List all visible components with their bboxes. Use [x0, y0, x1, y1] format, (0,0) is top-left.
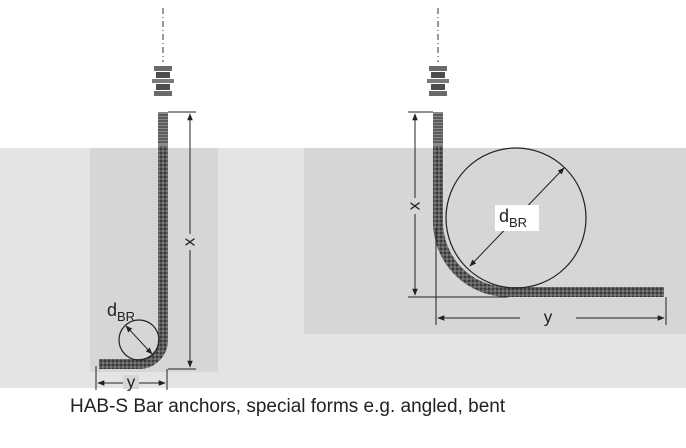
figure-caption: HAB-S Bar anchors, special forms e.g. an…: [70, 396, 506, 417]
left-x-label: x: [179, 237, 198, 246]
right-x-label: x: [404, 201, 423, 210]
left-dbr-main: d: [107, 300, 117, 320]
left-concrete-block: [90, 148, 218, 372]
left-bar: [99, 146, 168, 369]
left-thread: [158, 112, 168, 146]
right-bar: [433, 146, 664, 297]
left-dbr-sub: BR: [117, 309, 135, 324]
left-dbr-label: dBR: [107, 300, 135, 324]
right-dbr-main: d: [499, 206, 509, 226]
left-bend-circle: [118, 319, 160, 361]
right-dbr-label: dBR: [499, 206, 527, 230]
right-y-label: y: [544, 307, 553, 326]
right-concrete-block: [304, 148, 686, 334]
right-nut-icon: [427, 66, 449, 96]
left-anchor-figure: x y dBR: [95, 8, 198, 391]
left-nut-icon: [152, 66, 174, 96]
right-anchor-figure: x y dBR: [404, 8, 667, 326]
right-bend-circle: [445, 147, 587, 289]
right-dbr-sub: BR: [509, 215, 527, 230]
left-bend-diameter-line: [125, 325, 153, 355]
right-thread: [433, 112, 443, 146]
left-y-label: y: [127, 372, 136, 391]
